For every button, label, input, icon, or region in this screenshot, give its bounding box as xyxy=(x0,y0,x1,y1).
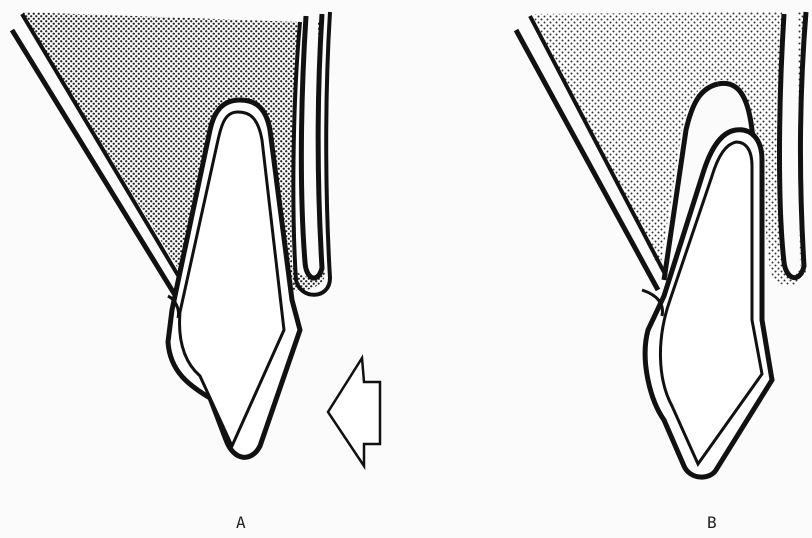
panel-label-a: A xyxy=(236,513,246,532)
panel-a xyxy=(12,12,380,466)
panel-b xyxy=(516,12,806,477)
labial-plate-a xyxy=(301,14,322,278)
labial-plate-b xyxy=(780,12,807,278)
panel-label-b: B xyxy=(707,513,717,532)
force-arrow-icon xyxy=(328,358,380,466)
